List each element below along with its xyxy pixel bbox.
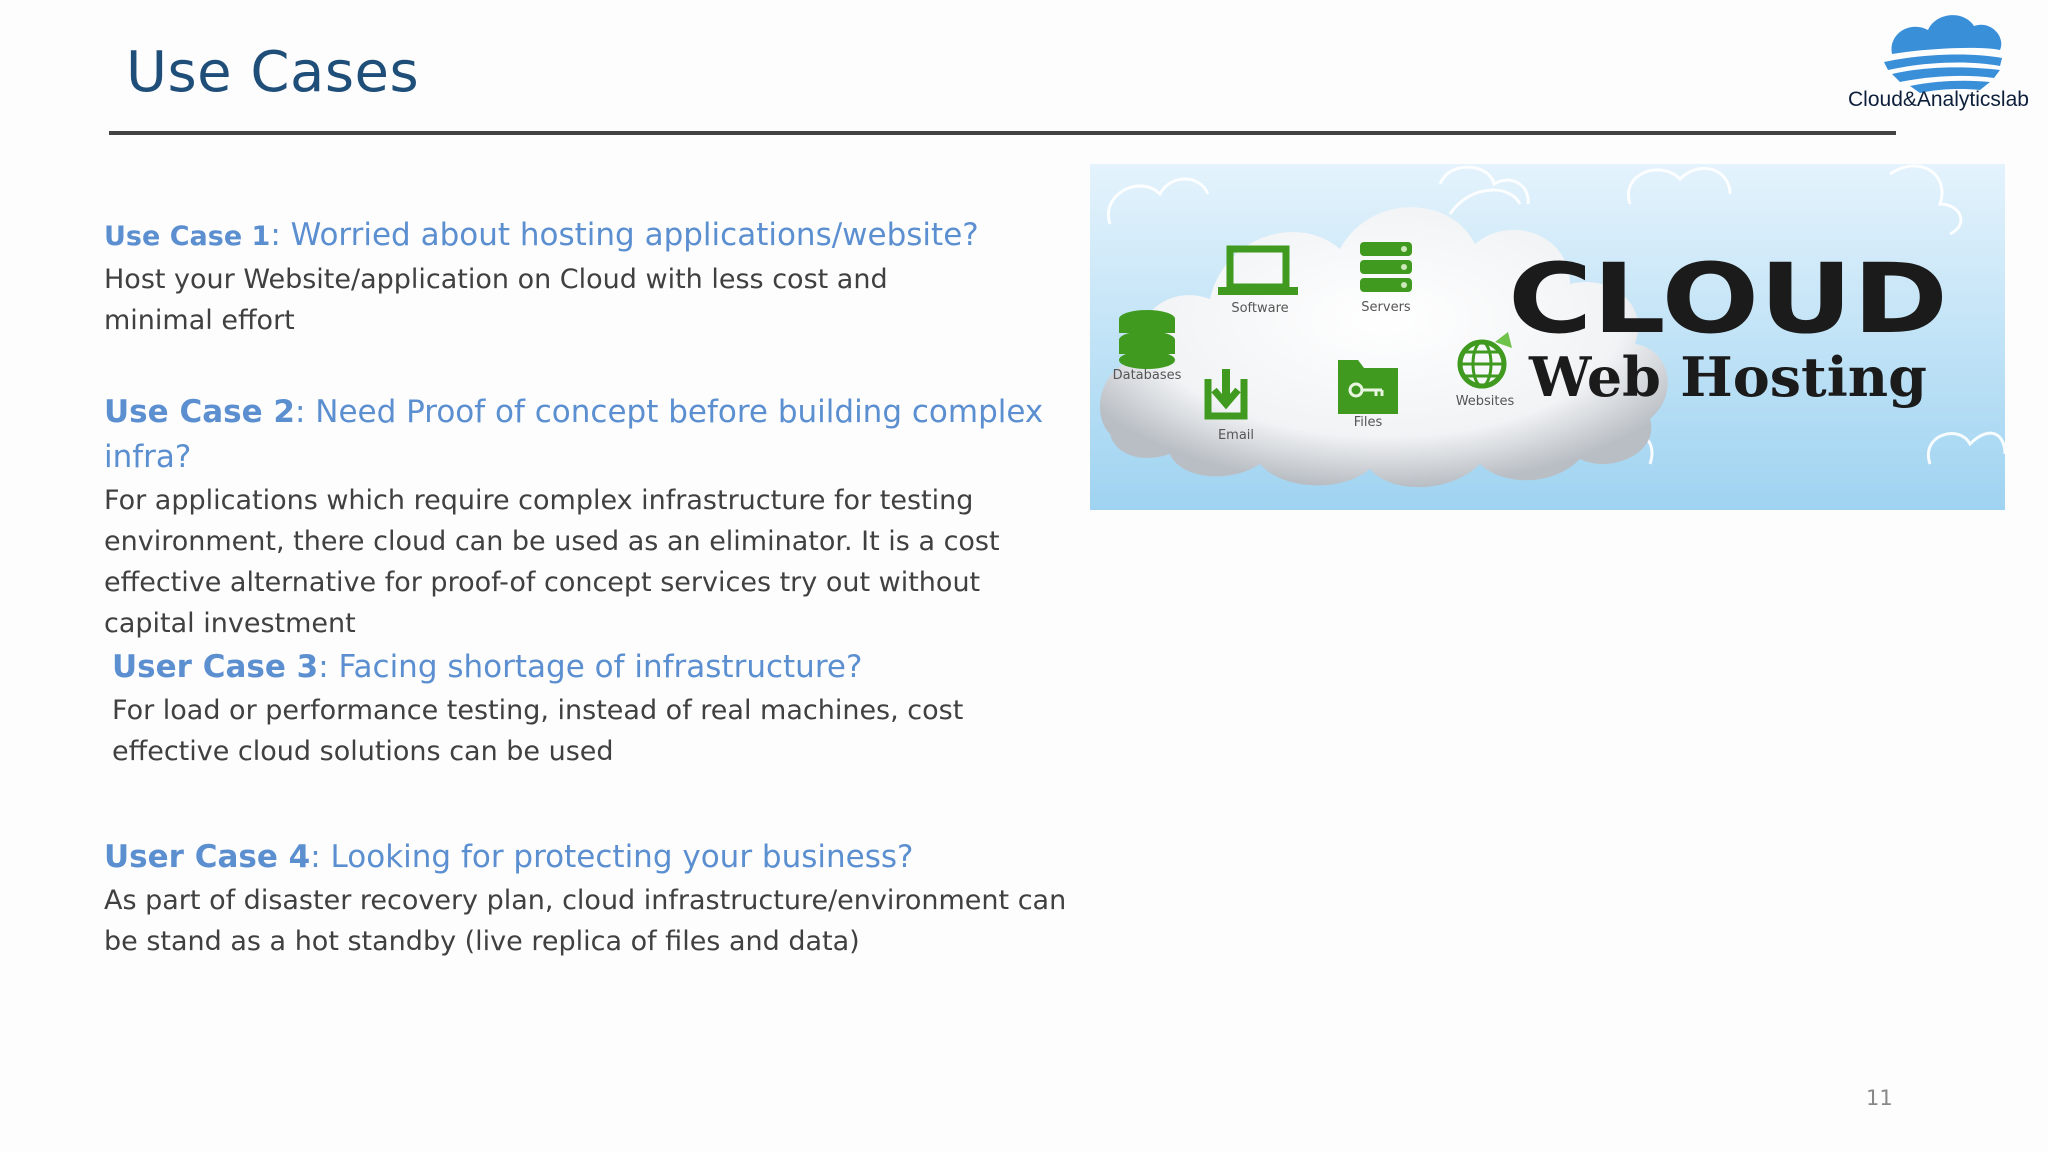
email-icon [1204, 369, 1248, 420]
email-label: Email [1218, 428, 1254, 443]
use-case-2-question-cont: infra? [104, 439, 192, 475]
use-case-2-body-line: capital investment [104, 608, 356, 639]
title-divider [109, 131, 1896, 135]
hero-headline: CLOUD [1508, 243, 1948, 355]
use-case-3-label: User Case 3 [112, 649, 319, 685]
use-case-1-body-line: minimal effort [104, 305, 295, 336]
use-case-4-heading: User Case 4: Looking for protecting your… [104, 835, 1204, 880]
use-case-4-question: : Looking for protecting your business? [310, 839, 914, 875]
use-case-3: User Case 3: Facing shortage of infrastr… [112, 645, 1112, 772]
use-case-2-body-line: environment, there cloud can be used as … [104, 526, 1000, 557]
use-case-2-body-line: effective alternative for proof-of conce… [104, 567, 981, 598]
cloud-web-hosting-image: Databases Software Servers [1090, 164, 2005, 510]
use-case-4-body-line: be stand as a hot standby (live replica … [104, 926, 860, 957]
files-label: Files [1354, 415, 1383, 430]
use-case-1-label: Use Case 1 [104, 221, 271, 252]
use-case-4-body: As part of disaster recovery plan, cloud… [104, 880, 1204, 962]
logo-text: Cloud&Analyticslab [1848, 88, 2029, 111]
use-case-3-heading: User Case 3: Facing shortage of infrastr… [112, 645, 1112, 690]
software-label: Software [1231, 301, 1288, 316]
use-case-1-body-line: Host your Website/application on Cloud w… [104, 264, 888, 295]
page-number: 11 [1866, 1086, 1893, 1110]
use-case-4-label: User Case 4 [104, 839, 311, 875]
files-icon [1338, 360, 1398, 414]
use-case-3-body-line: For load or performance testing, instead… [112, 695, 964, 726]
slide-title: Use Cases [126, 40, 420, 105]
use-case-3-body: For load or performance testing, instead… [112, 690, 1112, 772]
use-case-4: User Case 4: Looking for protecting your… [104, 835, 1204, 962]
use-case-2-body-line: For applications which require complex i… [104, 485, 974, 516]
databases-icon [1119, 310, 1175, 369]
use-case-2-body: For applications which require complex i… [104, 480, 1104, 644]
hero-subheadline: Web Hosting [1528, 345, 1927, 409]
use-case-3-body-line: effective cloud solutions can be used [112, 736, 614, 767]
use-case-2: Use Case 2: Need Proof of concept before… [104, 390, 1104, 644]
cloud-hosting-illustration: Databases Software Servers [1090, 164, 2005, 510]
use-case-2-question: : Need Proof of concept before building … [294, 394, 1044, 430]
use-case-2-label: Use Case 2 [104, 394, 295, 430]
use-case-2-heading: Use Case 2: Need Proof of concept before… [104, 390, 1104, 435]
use-case-3-question: : Facing shortage of infrastructure? [318, 649, 863, 685]
use-case-1-body: Host your Website/application on Cloud w… [104, 259, 1104, 341]
servers-label: Servers [1361, 300, 1411, 315]
use-case-1: Use Case 1: Worried about hosting applic… [104, 213, 1104, 341]
software-icon [1218, 245, 1298, 295]
use-case-1-question: : Worried about hosting applications/web… [270, 217, 979, 253]
websites-icon [1457, 332, 1512, 389]
use-case-4-body-line: As part of disaster recovery plan, cloud… [104, 885, 1067, 916]
servers-icon [1360, 242, 1412, 292]
use-case-1-heading: Use Case 1: Worried about hosting applic… [104, 213, 1104, 259]
cloud-stripes-icon [1884, 15, 2002, 93]
databases-label: Databases [1113, 368, 1182, 383]
websites-label: Websites [1456, 394, 1515, 409]
